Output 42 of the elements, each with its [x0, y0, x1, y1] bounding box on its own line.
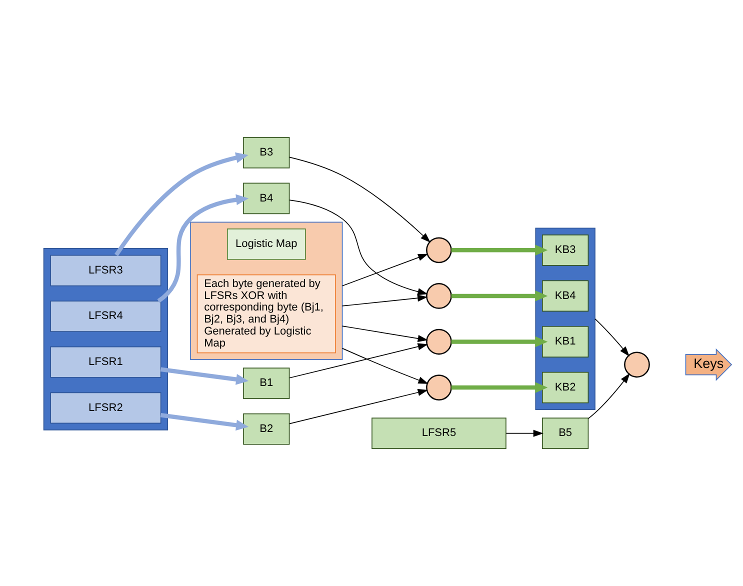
node-box: KB3 — [542, 234, 589, 266]
arrow — [342, 294, 428, 306]
arrow — [160, 367, 249, 385]
arrow — [342, 348, 428, 384]
node-box: B5 — [542, 418, 589, 450]
arrow — [451, 382, 548, 394]
node-box: LFSR5 — [372, 418, 506, 450]
node-circle — [426, 374, 452, 400]
node-box: LFSR2 — [50, 392, 162, 424]
arrow — [451, 336, 548, 348]
node-box: Logistic Map — [226, 228, 306, 260]
node-box: B3 — [243, 136, 290, 168]
node-box: LFSR3 — [50, 254, 162, 286]
arrow — [289, 156, 431, 243]
cluster — [43, 248, 168, 430]
node-box: B2 — [243, 413, 290, 445]
node-box: KB1 — [542, 326, 589, 358]
node-box: B4 — [243, 182, 290, 214]
arrow — [289, 343, 428, 378]
arrow — [451, 244, 548, 256]
arrow — [588, 373, 630, 419]
node-circle — [426, 328, 452, 355]
arrow — [342, 254, 428, 286]
arrow — [289, 200, 428, 296]
node-box: LFSR1 — [50, 346, 162, 378]
node-box: KB4 — [542, 280, 589, 312]
arrow — [506, 430, 544, 437]
cluster — [190, 222, 343, 360]
arrow — [342, 326, 428, 342]
arrow — [157, 194, 249, 303]
arrow — [114, 152, 248, 256]
node-box: KB2 — [542, 372, 589, 404]
node-circle — [426, 283, 452, 309]
node-box: LFSR4 — [50, 300, 162, 332]
node-box: B1 — [243, 368, 290, 399]
node-circle — [426, 237, 452, 264]
node-circle — [624, 352, 650, 378]
arrow — [594, 318, 630, 356]
arrow — [289, 388, 428, 424]
arrow — [160, 413, 249, 431]
node-box: Each byte generated by LFSRs XOR with corresponding byte (Bj1, Bj2, Bj3, and Bj4) Generated by Logistic Map — [196, 274, 336, 354]
arrow — [451, 290, 548, 302]
